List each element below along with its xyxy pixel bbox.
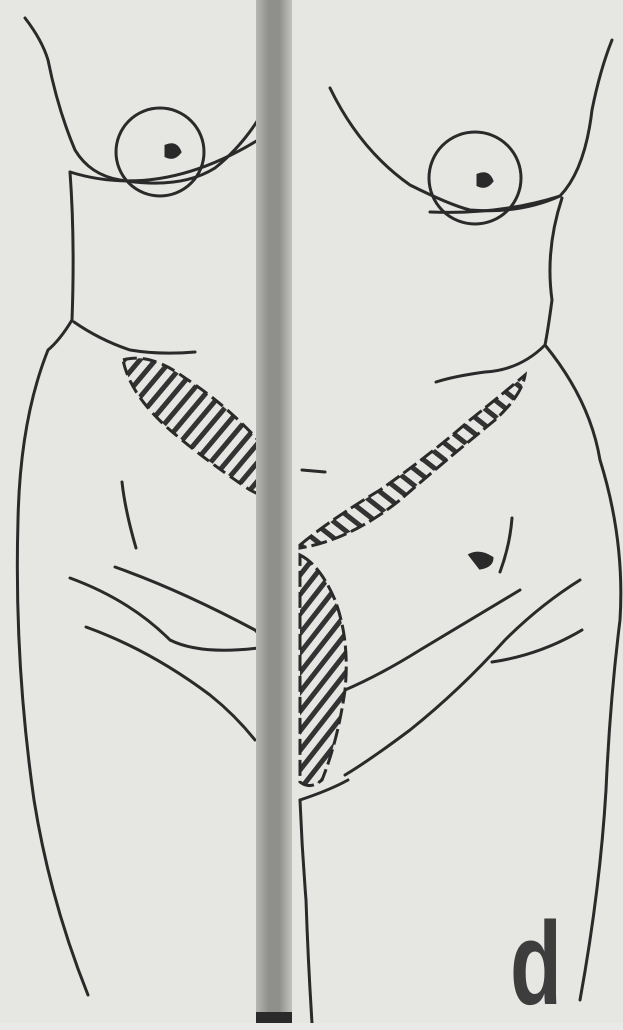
center-strip xyxy=(256,0,292,1023)
panel-label: d xyxy=(510,905,562,1023)
